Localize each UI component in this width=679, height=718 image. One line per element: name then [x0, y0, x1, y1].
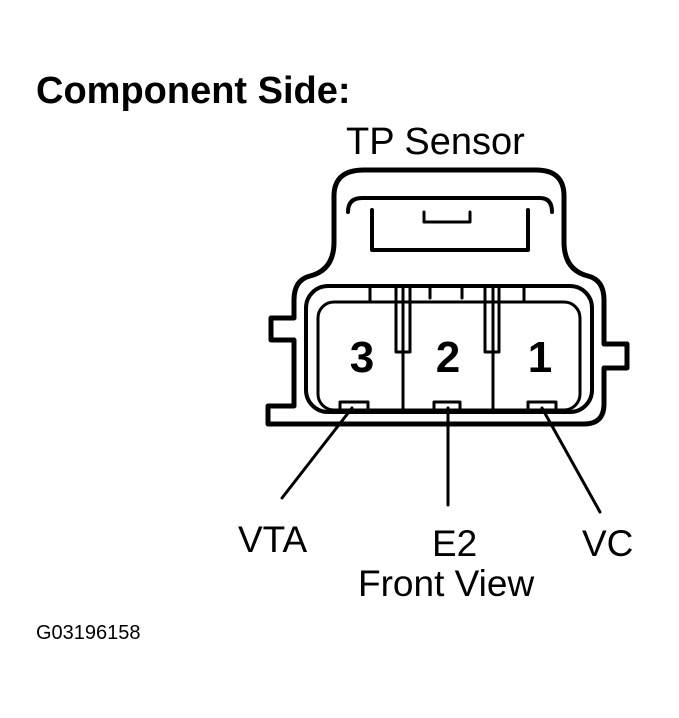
- connector-housing-outline: [265, 167, 630, 427]
- pin-number-1: 1: [528, 333, 552, 382]
- figure-code: G03196158: [36, 622, 141, 644]
- section-heading: Component Side:: [36, 70, 351, 112]
- terminal-slot-1: [526, 400, 558, 414]
- pin-label-vta: VTA: [238, 519, 308, 560]
- leader-line-vta: [280, 406, 354, 500]
- terminal-slot-3: [338, 400, 370, 414]
- leader-line-vc: [540, 406, 602, 514]
- component-name: TP Sensor: [346, 121, 525, 163]
- connector-lock-recess: [370, 208, 530, 252]
- view-label: Front View: [358, 563, 535, 604]
- pin-label-vc: VC: [582, 523, 634, 564]
- pin-number-2: 2: [436, 333, 460, 382]
- key-rib-left: [394, 284, 412, 354]
- connector-hood-inner: [346, 196, 554, 214]
- pin-label-e2: E2: [432, 523, 478, 564]
- key-rib-right: [483, 284, 501, 354]
- connector-lock-tab: [422, 210, 472, 224]
- terminal-slot-2: [432, 400, 462, 414]
- pin-number-3: 3: [350, 333, 374, 382]
